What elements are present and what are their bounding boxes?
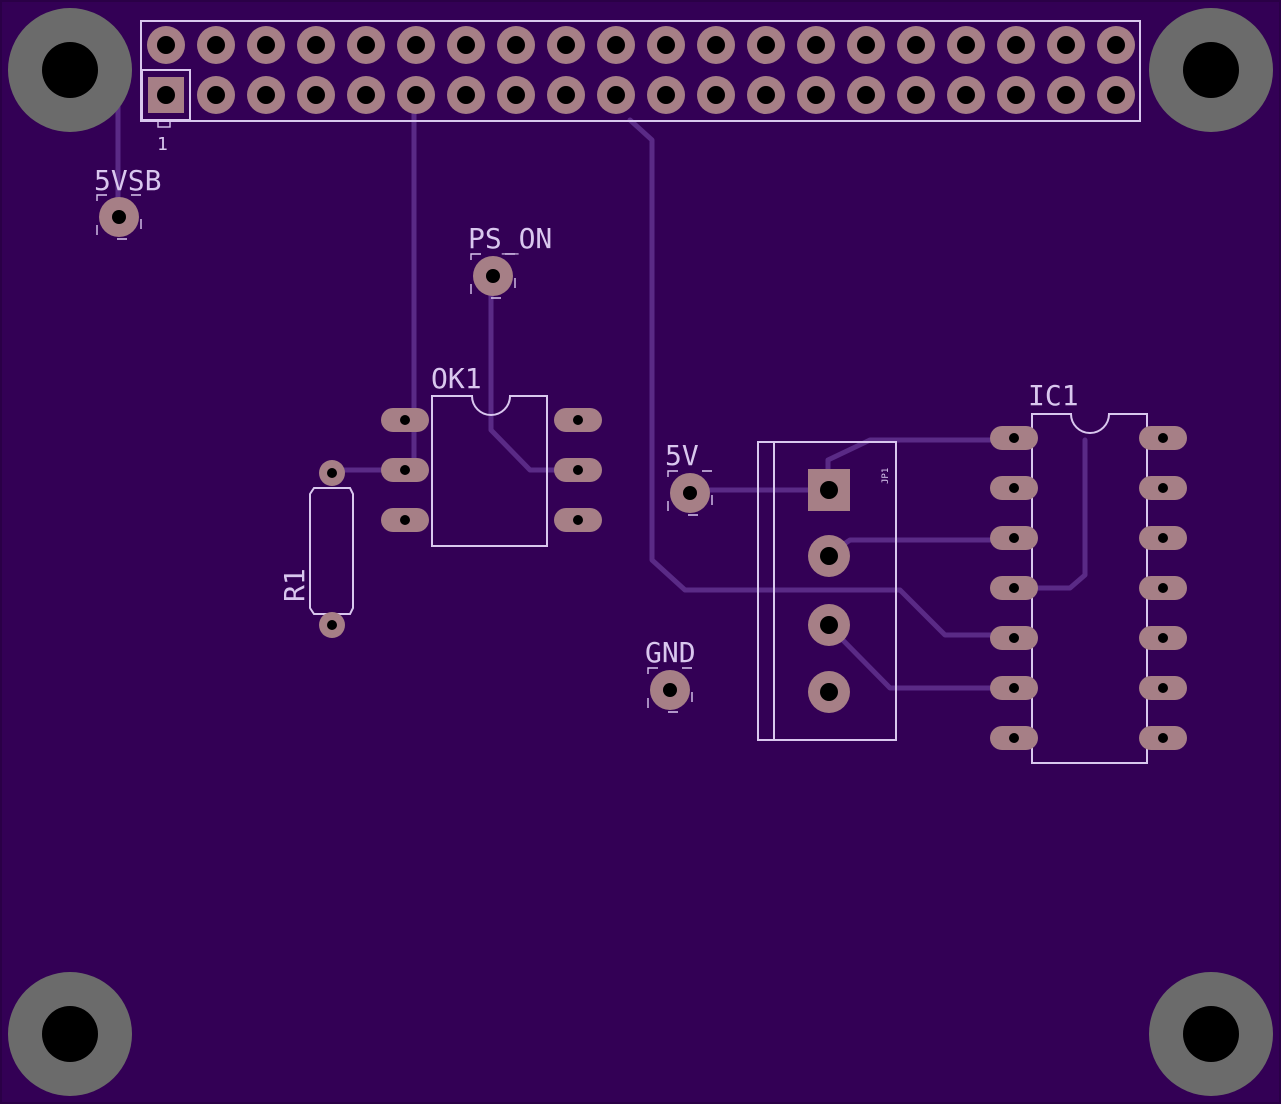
header-pin [847, 76, 885, 114]
dip-pin [554, 458, 602, 482]
dip-pin [990, 526, 1038, 550]
header-pin [547, 76, 585, 114]
header-pin [997, 26, 1035, 64]
header-pins [147, 26, 1135, 114]
header-pin [697, 26, 735, 64]
dip-pin [990, 726, 1038, 750]
ic1-pins [990, 426, 1187, 750]
dip-pin [381, 458, 429, 482]
header-pin [547, 26, 585, 64]
header-pin [347, 76, 385, 114]
ic-ic1: IC1 [990, 379, 1187, 764]
header-pin [247, 76, 285, 114]
mount-hole-bottom-left [8, 972, 132, 1096]
header-pin [447, 76, 485, 114]
header-pin [947, 26, 985, 64]
header-pin [297, 26, 335, 64]
dip-pin [990, 626, 1038, 650]
header-pin [897, 76, 935, 114]
connector-jp1: JP1 [757, 441, 897, 741]
r1-label: R1 [278, 568, 311, 602]
header-pin [697, 76, 735, 114]
ok1-pins [381, 408, 602, 532]
header-pin [847, 26, 885, 64]
ic1-label: IC1 [1028, 379, 1079, 412]
dip-pin [990, 676, 1038, 700]
dip-pin [1139, 676, 1187, 700]
header-pin [897, 26, 935, 64]
header-pin [747, 76, 785, 114]
resistor-r1: R1 [278, 460, 354, 638]
header-pin [997, 76, 1035, 114]
dip-pin [1139, 726, 1187, 750]
header-pin1-label: 1 [157, 134, 168, 155]
header-pin [497, 26, 535, 64]
dip-pin [990, 426, 1038, 450]
header-pin [797, 76, 835, 114]
dip-pin [1139, 576, 1187, 600]
testpoint-gnd: GND [645, 636, 696, 713]
header-pin [797, 26, 835, 64]
header-pin [397, 76, 435, 114]
dip-pin [1139, 476, 1187, 500]
header-pin [397, 26, 435, 64]
header-pin [947, 76, 985, 114]
r1-outline [309, 487, 354, 615]
dip-pin [990, 476, 1038, 500]
testpoint-5vsb: 5VSB [94, 164, 161, 240]
header-pin1-marker [157, 120, 171, 128]
dip-pin [990, 576, 1038, 600]
header-pin1-outline [141, 69, 191, 121]
jp1-label: JP1 [881, 468, 891, 484]
testpoint-gnd-label: GND [645, 636, 696, 669]
header-pin [347, 26, 385, 64]
testpoint-5vsb-label: 5VSB [94, 164, 161, 197]
testpoint-5v-label: 5V [665, 439, 699, 472]
dip-pin [554, 508, 602, 532]
header-pin [647, 26, 685, 64]
testpoint-5v: 5V [665, 439, 713, 516]
gpio-header: 1 [140, 20, 1141, 155]
header-pin [297, 76, 335, 114]
header-pin [1097, 26, 1135, 64]
testpoint-ps-on-label: PS_ON [468, 222, 552, 256]
header-pin [447, 26, 485, 64]
mount-hole-top-right [1149, 8, 1273, 132]
header-pin [747, 26, 785, 64]
header-pin [597, 76, 635, 114]
header-pin [247, 26, 285, 64]
optocoupler-ok1: OK1 [381, 362, 602, 547]
header-pin [1047, 26, 1085, 64]
dip-pin [381, 508, 429, 532]
mount-hole-top-left [8, 8, 132, 132]
header-pin [597, 26, 635, 64]
dip-pin [554, 408, 602, 432]
ok1-outline [431, 395, 548, 547]
jp1-outline [757, 441, 897, 741]
header-pin [647, 76, 685, 114]
dip-pin [1139, 526, 1187, 550]
dip-pin [381, 408, 429, 432]
mount-hole-bottom-right [1149, 972, 1273, 1096]
ok1-label: OK1 [431, 362, 482, 395]
header-pin [148, 77, 184, 113]
ic1-outline [1031, 413, 1148, 764]
header-pin [197, 26, 235, 64]
header-pin [1097, 76, 1135, 114]
mounting-holes [8, 8, 1273, 1096]
dip-pin [1139, 426, 1187, 450]
dip-pin [1139, 626, 1187, 650]
testpoint-ps-on: PS_ON [468, 222, 552, 299]
header-pin [147, 26, 185, 64]
header-pin [1047, 76, 1085, 114]
header-pin [197, 76, 235, 114]
header-pin [497, 76, 535, 114]
